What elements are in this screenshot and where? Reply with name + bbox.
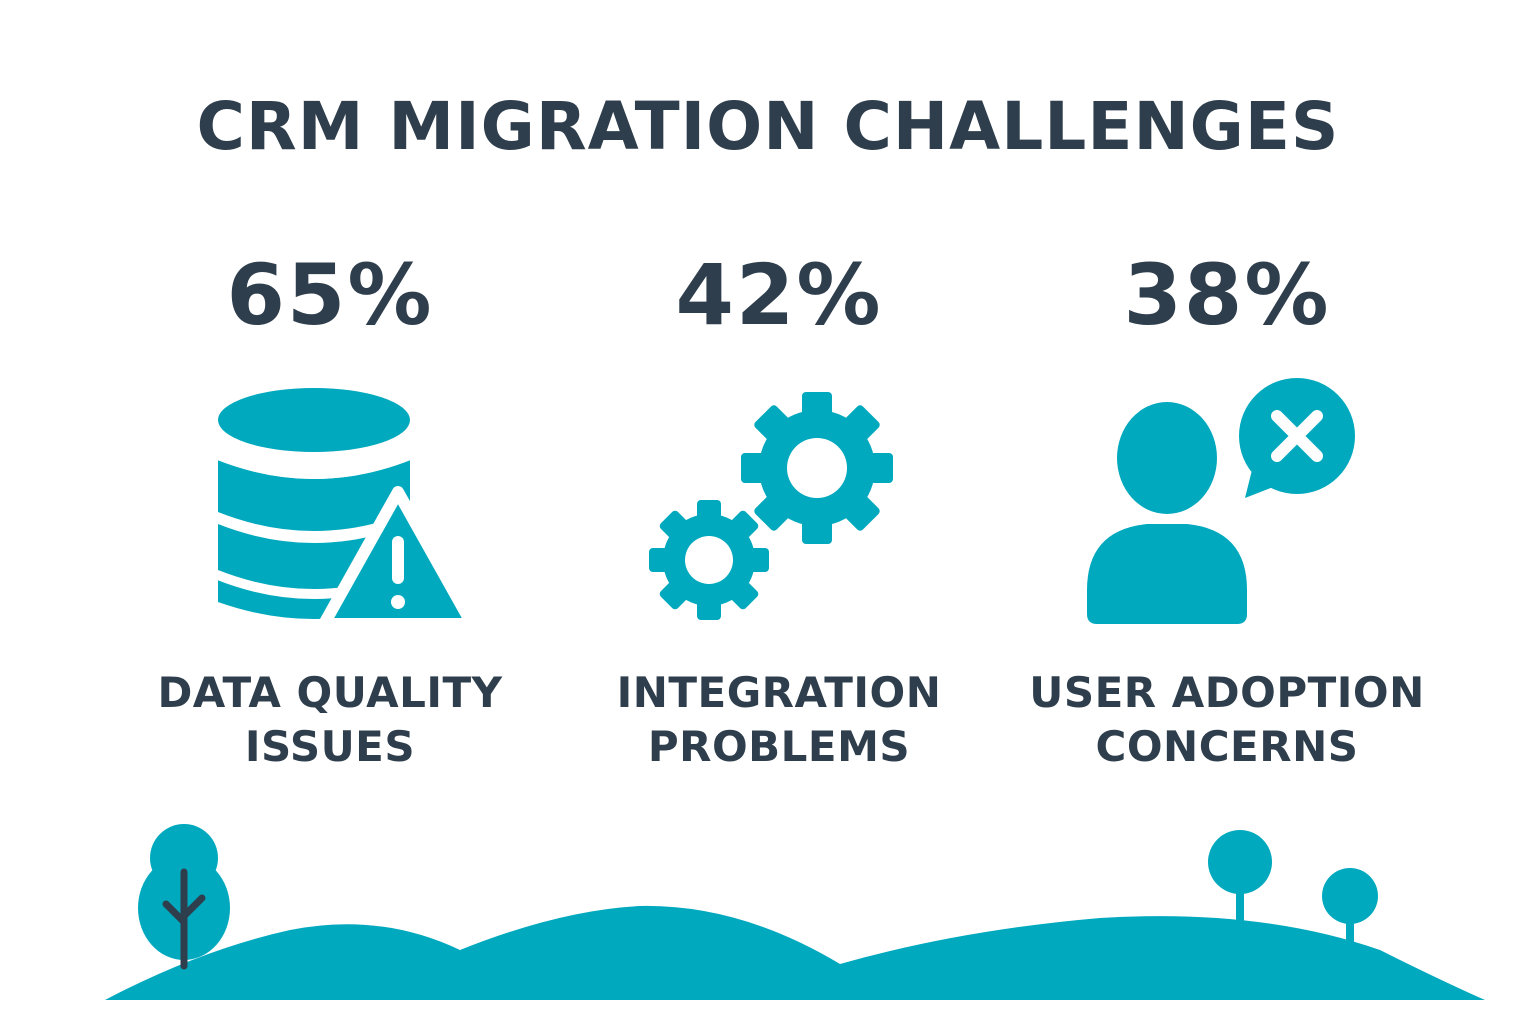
- small-gear-icon: [649, 500, 769, 620]
- database-warning-icon: [180, 370, 480, 640]
- stat-label-line: PROBLEMS: [647, 722, 911, 771]
- hills-and-trees-illustration: [0, 800, 1536, 1024]
- stat-label: INTEGRATION PROBLEMS: [549, 666, 1009, 774]
- stat-percent: 65%: [226, 246, 434, 344]
- stat-label-line: CONCERNS: [1095, 722, 1359, 771]
- stat-user-adoption: 38% USER ADOPTION CONCERNS: [997, 0, 1457, 800]
- stat-label: DATA QUALITY ISSUES: [100, 666, 560, 774]
- stat-label-line: DATA QUALITY: [157, 668, 503, 717]
- stat-integration: 42% INTEGRATION PROBLEMS: [549, 0, 1009, 800]
- stat-percent: 38%: [1123, 246, 1331, 344]
- gears-icon: [629, 370, 929, 640]
- page-title: CRM MIGRATION CHALLENGES: [196, 88, 1340, 165]
- stat-label-line: USER ADOPTION: [1029, 668, 1425, 717]
- stat-label-line: ISSUES: [244, 722, 416, 771]
- large-gear-icon: [741, 392, 893, 544]
- stat-label-line: INTEGRATION: [616, 668, 942, 717]
- stat-data-quality: 65% DATA QUALITY ISSUES: [100, 0, 560, 800]
- stat-percent: 42%: [675, 246, 883, 344]
- stat-label: USER ADOPTION CONCERNS: [997, 666, 1457, 774]
- user-rejected-icon: [1077, 370, 1377, 640]
